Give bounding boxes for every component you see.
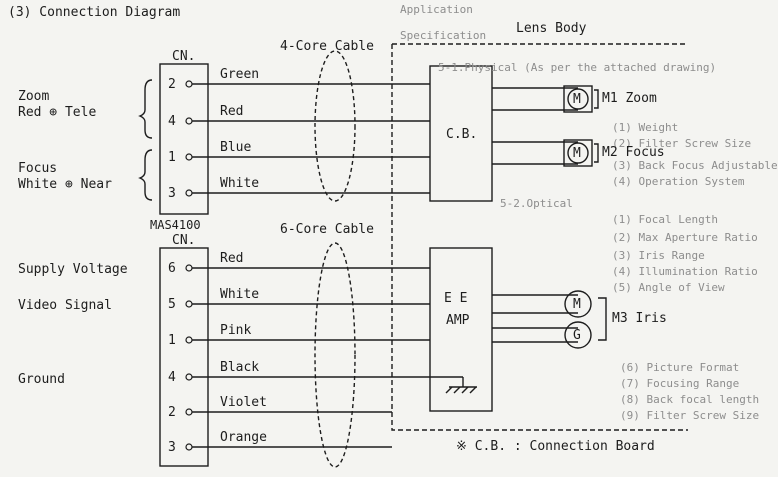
bg-line: (1) Weight [612, 121, 679, 134]
cb-label: C.B. [446, 127, 478, 142]
lens-body-outline [391, 43, 688, 431]
bg-line: (9) Filter Screw Size [620, 409, 760, 422]
video-signal-label: Video Signal [18, 298, 112, 313]
wire-label: Pink [220, 323, 252, 338]
wire-label: Red [220, 104, 244, 119]
wiring-svg [138, 43, 688, 468]
cable-top-label: 4-Core Cable [280, 39, 374, 54]
amp-label: AMP [446, 313, 470, 328]
cable-bottom-sheath [314, 242, 356, 468]
bg-line: (2) Max Aperture Ratio [612, 231, 758, 244]
g-symbol: G [573, 328, 581, 343]
pin-label: 1 [168, 333, 176, 348]
wire-label: Red [220, 251, 244, 266]
bg-line: Specification [400, 29, 487, 42]
bg-line: (1) Focal Length [612, 213, 718, 226]
wire-label: White [220, 287, 260, 302]
wire-label: White [220, 176, 260, 191]
pin-label: 1 [168, 150, 176, 165]
zoom-label: Zoom [18, 89, 50, 104]
bg-line: (7) Focusing Range [620, 377, 740, 390]
m3-motor-circle [564, 290, 592, 318]
connection-diagram: Application Specification 5-1.Physical (… [8, 3, 778, 468]
pin-label: 2 [168, 77, 176, 92]
m3-bracket [598, 297, 607, 341]
focus-label: Focus [18, 161, 58, 176]
wire-label: Violet [220, 395, 267, 410]
bg-line: (4) Illumination Ratio [612, 265, 758, 278]
lens-body-label: Lens Body [516, 21, 587, 36]
m3-label: M3 Iris [612, 311, 667, 326]
focus-direction-label: White ⊕ Near [18, 177, 112, 192]
m2-label: M2 Focus [602, 145, 665, 160]
bg-line: (4) Operation System [612, 175, 745, 188]
pin-label: 4 [168, 114, 176, 129]
m3-generator-circle [564, 321, 592, 349]
pin-label: 3 [168, 186, 176, 201]
supply-voltage-label: Supply Voltage [18, 262, 128, 277]
footnote: ※ C.B. : Connection Board [456, 439, 655, 454]
bg-line: (6) Picture Format [620, 361, 740, 374]
ground-label: Ground [18, 372, 65, 387]
bg-line: 5-2.Optical [500, 197, 573, 210]
zoom-direction-label: Red ⊕ Tele [18, 105, 97, 120]
pin-label: 3 [168, 440, 176, 455]
pin-label: 5 [168, 297, 176, 312]
diagram-title: (3) Connection Diagram [8, 5, 181, 20]
bg-line: (5) Angle of View [612, 281, 725, 294]
m1-symbol: M [573, 92, 581, 107]
m3-symbol: M [573, 297, 581, 312]
wire-label: Black [220, 360, 260, 375]
m1-circle [567, 88, 589, 110]
m1-label: M1 Zoom [602, 91, 657, 106]
wire-label: Green [220, 67, 260, 82]
wire-label: Orange [220, 430, 267, 445]
model-label: MAS4100 [150, 218, 201, 232]
bg-line: Application [400, 3, 473, 16]
pin-label: 6 [168, 261, 176, 276]
m2-circle [567, 142, 589, 164]
connector-top-label: CN. [172, 49, 196, 64]
m2-symbol: M [573, 146, 581, 161]
cable-bottom-label: 6-Core Cable [280, 222, 374, 237]
bg-line: (2) Filter Screw Size [612, 137, 752, 150]
bg-line: 5-1.Physical (As per the attached drawin… [438, 61, 717, 74]
cb-box [429, 65, 493, 202]
connector-bottom-label: CN. [172, 233, 196, 248]
brace-zoom [138, 79, 153, 139]
ee-amp-box [429, 247, 493, 412]
bg-line: (3) Iris Range [612, 249, 705, 262]
m2-box [563, 139, 593, 167]
ee-label: E E [444, 291, 468, 306]
bg-line: (3) Back Focus Adjustable [612, 159, 778, 172]
brace-focus [138, 149, 153, 201]
wire-label: Blue [220, 140, 252, 155]
connector-top-box [159, 63, 209, 215]
pin-label: 4 [168, 370, 176, 385]
m1-box [563, 85, 593, 113]
cable-top-sheath [314, 50, 356, 202]
connector-bottom-box [159, 247, 209, 467]
bg-line: (8) Back focal length [620, 393, 760, 406]
pin-label: 2 [168, 405, 176, 420]
